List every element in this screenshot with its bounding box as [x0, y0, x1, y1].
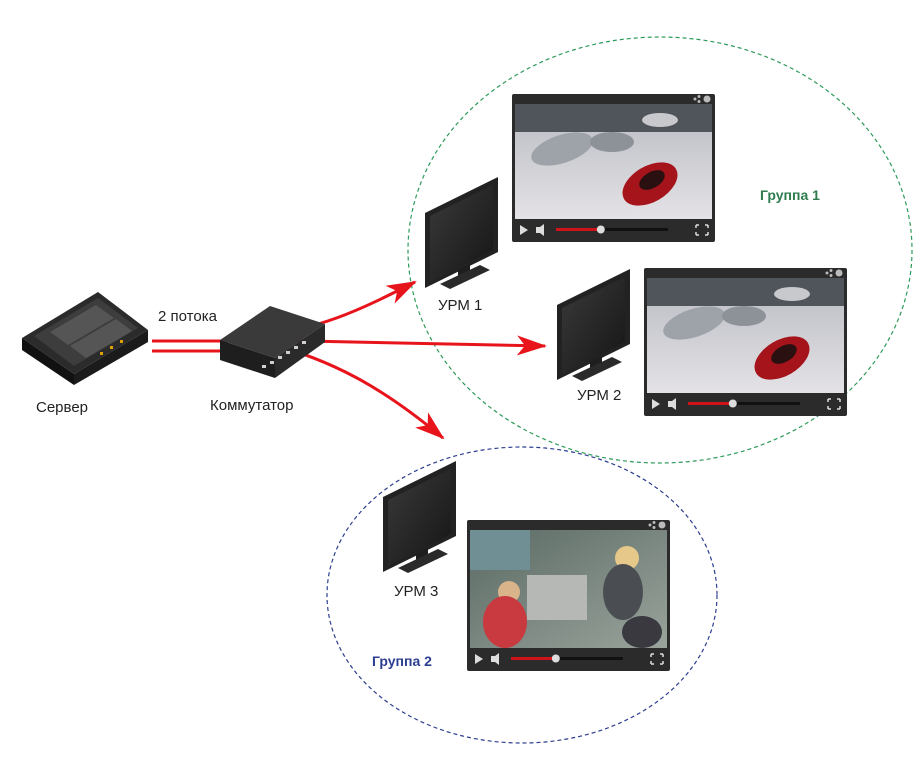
progress-handle[interactable] [551, 654, 560, 663]
urm3-label: УРМ 3 [394, 583, 438, 600]
group2-label: Группа 2 [372, 653, 432, 669]
share-icon[interactable] [693, 95, 701, 103]
switch-label: Коммутатор [210, 397, 293, 414]
video-player-1[interactable] [512, 94, 715, 242]
play-icon[interactable] [520, 225, 528, 235]
volume-icon[interactable] [536, 224, 544, 236]
fullscreen-icon[interactable] [650, 653, 664, 665]
info-icon[interactable] [703, 95, 711, 103]
volume-icon[interactable] [668, 398, 676, 410]
stream-lines [152, 280, 547, 440]
progress-handle[interactable] [728, 399, 737, 408]
server-label: Сервер [36, 399, 88, 416]
video-frame-parking [515, 104, 712, 219]
video-player-3[interactable] [467, 520, 670, 671]
monitor-icon-urm1 [425, 177, 498, 289]
monitor-icon-urm3 [383, 461, 456, 573]
progress-fill [688, 402, 733, 405]
share-icon[interactable] [825, 269, 833, 277]
progress-track[interactable] [511, 657, 623, 660]
progress-fill [511, 657, 556, 660]
network-switch-icon [220, 306, 325, 378]
video-frame-parking [647, 278, 844, 393]
monitor-icon-urm2 [557, 269, 630, 381]
volume-icon[interactable] [491, 653, 499, 665]
streams-label: 2 потока [158, 308, 218, 325]
share-icon[interactable] [648, 521, 656, 529]
video-player-2[interactable] [644, 268, 847, 416]
info-icon[interactable] [835, 269, 843, 277]
play-icon[interactable] [652, 399, 660, 409]
progress-fill [556, 228, 601, 231]
urm2-label: УРМ 2 [577, 387, 621, 404]
group-1-boundary [407, 36, 913, 464]
server-icon [22, 292, 148, 385]
progress-handle[interactable] [596, 225, 605, 234]
play-icon[interactable] [475, 654, 483, 664]
progress-track[interactable] [556, 228, 668, 231]
video-frame-checkpoint [470, 530, 667, 648]
progress-track[interactable] [688, 402, 800, 405]
urm1-label: УРМ 1 [438, 297, 482, 314]
group1-label: Группа 1 [760, 187, 820, 203]
fullscreen-icon[interactable] [695, 224, 709, 236]
group-2-boundary [326, 446, 718, 744]
fullscreen-icon[interactable] [827, 398, 841, 410]
info-icon[interactable] [658, 521, 666, 529]
